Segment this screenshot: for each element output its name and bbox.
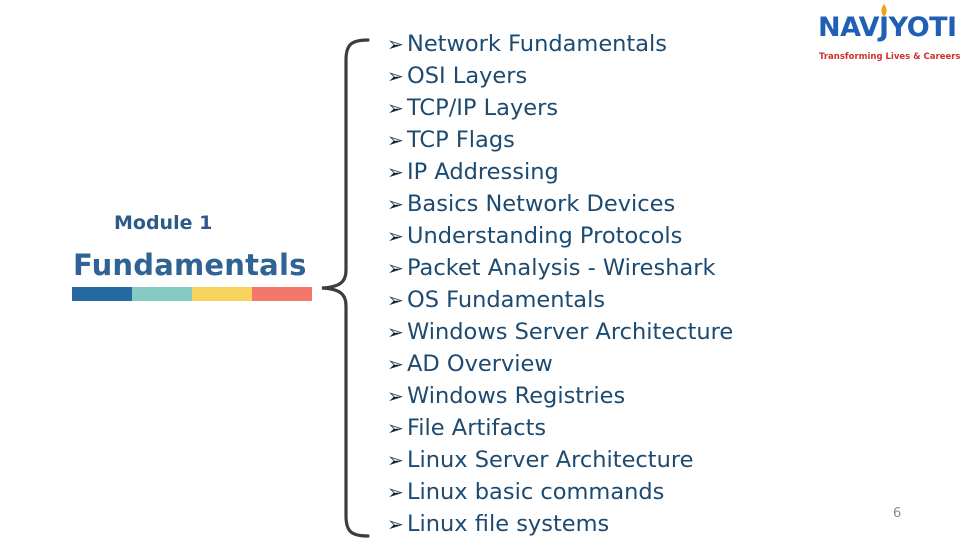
topic-label: OS Fundamentals	[407, 287, 606, 313]
topic-item: ➢OS Fundamentals	[387, 284, 733, 316]
arrowhead-bullet-icon: ➢	[387, 160, 404, 184]
arrowhead-bullet-icon: ➢	[387, 32, 404, 56]
color-bar-segment	[132, 287, 192, 301]
topic-label: Packet Analysis - Wireshark	[407, 255, 716, 281]
topic-label: Network Fundamentals	[407, 31, 668, 57]
arrowhead-bullet-icon: ➢	[387, 384, 404, 408]
topic-item: ➢Linux Server Architecture	[387, 444, 733, 476]
topic-item: ➢TCP/IP Layers	[387, 92, 733, 124]
arrowhead-bullet-icon: ➢	[387, 448, 404, 472]
arrowhead-bullet-icon: ➢	[387, 128, 404, 152]
topic-item: ➢AD Overview	[387, 348, 733, 380]
arrowhead-bullet-icon: ➢	[387, 480, 404, 504]
topic-label: AD Overview	[407, 351, 553, 377]
topic-item: ➢Network Fundamentals	[387, 28, 733, 60]
logo-tagline: Transforming Lives & Careers	[819, 52, 960, 62]
topic-label: Windows Registries	[407, 383, 626, 409]
topic-item: ➢Windows Registries	[387, 380, 733, 412]
topic-item: ➢Basics Network Devices	[387, 188, 733, 220]
arrowhead-bullet-icon: ➢	[387, 192, 404, 216]
topic-label: Basics Network Devices	[407, 191, 676, 217]
logo: NAVJYOTI Transforming Lives & Careers	[816, 4, 960, 64]
topic-label: File Artifacts	[407, 415, 547, 441]
arrowhead-bullet-icon: ➢	[387, 256, 404, 280]
logo-brand: NAVJYOTI	[818, 12, 957, 43]
arrowhead-bullet-icon: ➢	[387, 352, 404, 376]
module-subtitle: Module 1	[114, 212, 213, 234]
topic-item: ➢IP Addressing	[387, 156, 733, 188]
color-bar-segment	[252, 287, 312, 301]
topic-item: ➢Understanding Protocols	[387, 220, 733, 252]
topic-label: TCP/IP Layers	[407, 95, 559, 121]
topic-label: Linux file systems	[407, 511, 610, 537]
color-bar	[72, 287, 312, 301]
arrowhead-bullet-icon: ➢	[387, 320, 404, 344]
arrowhead-bullet-icon: ➢	[387, 512, 404, 536]
topic-label: OSI Layers	[407, 63, 528, 89]
flame-globe-icon	[881, 4, 887, 17]
topic-label: TCP Flags	[407, 127, 515, 153]
topic-item: ➢Linux basic commands	[387, 476, 733, 508]
topic-label: Linux basic commands	[407, 479, 665, 505]
arrowhead-bullet-icon: ➢	[387, 96, 404, 120]
topic-list: ➢Network Fundamentals➢OSI Layers➢TCP/IP …	[387, 28, 733, 540]
topic-label: Linux Server Architecture	[407, 447, 694, 473]
color-bar-segment	[72, 287, 132, 301]
module-title: Fundamentals	[73, 248, 307, 282]
topic-label: Windows Server Architecture	[407, 319, 734, 345]
topic-item: ➢OSI Layers	[387, 60, 733, 92]
topic-label: IP Addressing	[407, 159, 559, 185]
color-bar-segment	[192, 287, 252, 301]
topic-item: ➢TCP Flags	[387, 124, 733, 156]
arrowhead-bullet-icon: ➢	[387, 224, 404, 248]
topic-item: ➢Packet Analysis - Wireshark	[387, 252, 733, 284]
curly-brace	[321, 38, 370, 538]
topic-label: Understanding Protocols	[407, 223, 683, 249]
page-number: 6	[893, 506, 902, 521]
topic-item: ➢File Artifacts	[387, 412, 733, 444]
topic-item: ➢Linux file systems	[387, 508, 733, 540]
arrowhead-bullet-icon: ➢	[387, 416, 404, 440]
arrowhead-bullet-icon: ➢	[387, 288, 404, 312]
arrowhead-bullet-icon: ➢	[387, 64, 404, 88]
topic-item: ➢Windows Server Architecture	[387, 316, 733, 348]
